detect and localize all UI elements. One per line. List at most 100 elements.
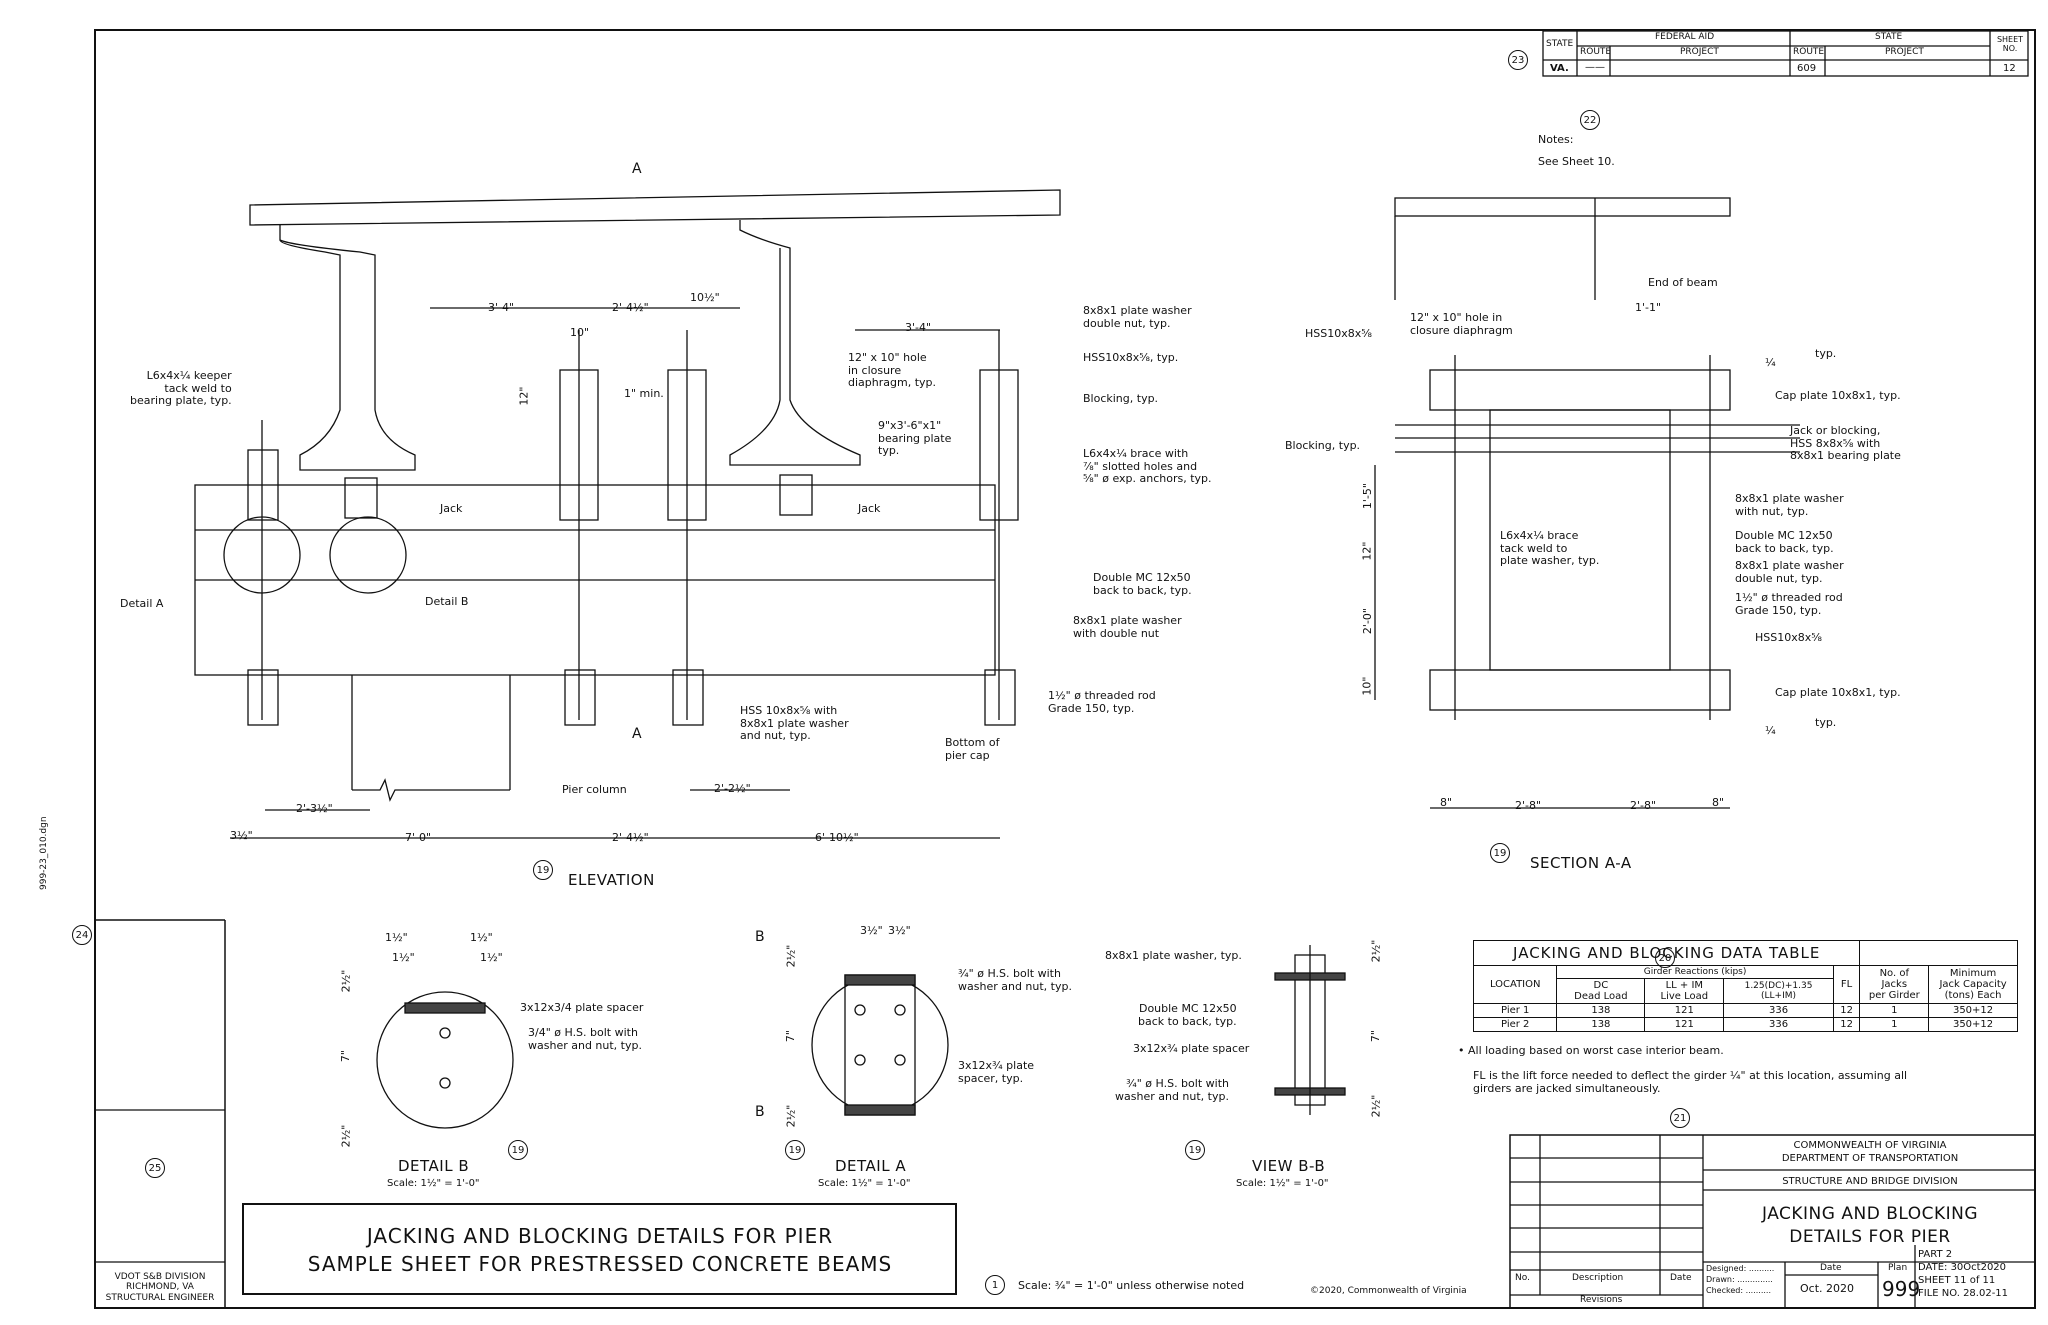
marker-22: 22 xyxy=(1580,110,1600,130)
section-label-hss-2: HSS10x8x⅝ xyxy=(1755,631,1822,644)
section-label-weld-2: ¼ xyxy=(1765,724,1776,737)
elevation-dim-10: 3½" xyxy=(230,829,253,842)
header-federal-aid: FEDERAL AID xyxy=(1655,32,1715,42)
header-route-2-value: 609 xyxy=(1797,63,1817,74)
header-route-1-value: —— xyxy=(1585,62,1605,73)
detail-b-dim-7: 2½" xyxy=(339,1124,353,1148)
date-label: Date xyxy=(1820,1263,1842,1273)
part-label: PART 2 xyxy=(1918,1249,1953,1260)
detail-a-dim-3: 2½" xyxy=(784,944,798,968)
plan-label: Plan xyxy=(1888,1263,1908,1273)
rev-label: Revisions xyxy=(1580,1295,1623,1305)
table-col-ll: LL + IM Live Load xyxy=(1644,978,1725,1004)
table-cell: 121 xyxy=(1644,1003,1725,1018)
table-col-dc: DC Dead Load xyxy=(1556,978,1646,1004)
view-bb-bolt: ¾" ø H.S. bolt with washer and nut, typ. xyxy=(1115,1077,1229,1103)
table-note-2: FL is the lift force needed to deflect t… xyxy=(1473,1069,1908,1095)
section-label-typ-1: typ. xyxy=(1815,347,1837,360)
drawn-by: Drawn: .............. xyxy=(1706,1275,1773,1284)
view-bb-scale: Scale: 1½" = 1'-0" xyxy=(1236,1178,1329,1189)
elevation-label-jack-1: Jack xyxy=(440,502,463,515)
elevation-label-hss: HSS10x8x⅝, typ. xyxy=(1083,351,1179,364)
detail-b-dim-1: 1½" xyxy=(385,931,408,944)
elevation-dim-2: 2'-4½" xyxy=(612,301,649,314)
section-dim-h2: 2'-8" xyxy=(1515,799,1542,812)
elevation-label-rod: 1½" ø threaded rod Grade 150, typ. xyxy=(1048,689,1156,715)
detail-b-dim-6: 7" xyxy=(338,1050,352,1063)
marker-23: 23 xyxy=(1508,50,1528,70)
elevation-dim-11: 7'-0" xyxy=(405,831,432,844)
elevation-dim-13: 6'-10½" xyxy=(815,831,859,844)
left-division: VDOT S&B DIVISION RICHMOND, VA STRUCTURA… xyxy=(105,1272,215,1303)
elevation-dim-12: 2'-4½" xyxy=(612,831,649,844)
header-state-value: VA. xyxy=(1550,63,1569,74)
elevation-dim-1: 3'-4" xyxy=(488,301,515,314)
view-bb-dim-3: 2½" xyxy=(1369,1094,1383,1118)
header-project-1: PROJECT xyxy=(1680,47,1719,57)
section-label-cap-1: Cap plate 10x8x1, typ. xyxy=(1775,389,1901,402)
rev-col-no: No. xyxy=(1515,1273,1530,1283)
table-cell: Pier 1 xyxy=(1472,1003,1558,1018)
section-label-washer-2: 8x8x1 plate washer double nut, typ. xyxy=(1735,559,1844,585)
detail-b-title: DETAIL B xyxy=(398,1157,470,1175)
marker-19-elevation: 19 xyxy=(533,860,553,880)
detail-a-spacer: 3x12x¾ plate spacer, typ. xyxy=(958,1059,1035,1085)
header-project-2: PROJECT xyxy=(1885,47,1924,57)
marker-25: 25 xyxy=(145,1158,165,1178)
section-dim-h1: 8" xyxy=(1440,796,1453,809)
elevation-dim-8: 2'-3½" xyxy=(296,802,333,815)
elevation-label-washer: 8x8x1 plate washer double nut, typ. xyxy=(1083,304,1192,330)
footer-copyright: ©2020, Commonwealth of Virginia xyxy=(1310,1286,1467,1296)
file-number: FILE NO. 28.02-11 xyxy=(1918,1288,2009,1299)
section-label-end: End of beam xyxy=(1648,276,1718,289)
header-state-label: STATE xyxy=(1546,39,1574,49)
elevation-label-keeper: L6x4x¼ keeper tack weld to bearing plate… xyxy=(130,369,232,408)
section-dim-v2: 12" xyxy=(1360,541,1374,561)
elevation-label-hss-2: HSS 10x8x⅝ with 8x8x1 plate washer and n… xyxy=(740,704,849,743)
rev-col-description: Description xyxy=(1572,1273,1624,1283)
table-cell: 336 xyxy=(1723,1003,1834,1018)
elevation-label-jack-2: Jack xyxy=(858,502,881,515)
detail-a-title: DETAIL A xyxy=(835,1157,907,1175)
table-cell: Pier 2 xyxy=(1472,1017,1558,1032)
elevation-label-washer-2: 8x8x1 plate washer with double nut xyxy=(1073,614,1182,640)
sheet-title-line-2: SAMPLE SHEET FOR PRESTRESSED CONCRETE BE… xyxy=(307,1252,893,1276)
table-cell: 350+12 xyxy=(1928,1003,2018,1018)
sheet-title-line-1: JACKING AND BLOCKING DETAILS FOR PIER xyxy=(366,1224,834,1248)
table-col-jacks: No. of Jacks per Girder xyxy=(1859,965,1930,1004)
checked-by: Checked: .......... xyxy=(1706,1286,1771,1295)
table-title: JACKING AND BLOCKING DATA TABLE xyxy=(1472,940,1861,966)
section-dim-v1: 1'-5" xyxy=(1360,483,1374,510)
view-bb-washer: 8x8x1 plate washer, typ. xyxy=(1105,949,1242,962)
marker-19-detail-a: 19 xyxy=(785,1140,805,1160)
marker-19-view-bb: 19 xyxy=(1185,1140,1205,1160)
detail-a-dim-2: 3½" xyxy=(888,924,911,937)
header-route-1: ROUTE xyxy=(1580,47,1612,57)
section-label-d1: 1'-1" xyxy=(1635,301,1662,314)
elevation-dim-6: 12" xyxy=(517,386,531,406)
section-label-jack: Jack or blocking, HSS 8x8x⅝ with 8x8x1 b… xyxy=(1790,424,1901,463)
section-label-cap-2: Cap plate 10x8x1, typ. xyxy=(1775,686,1901,699)
table-cell: 1 xyxy=(1859,1003,1930,1018)
division-name: STRUCTURE AND BRIDGE DIVISION xyxy=(1782,1176,1958,1187)
elevation-dim-3: 10½" xyxy=(690,291,720,304)
detail-a-dim-5: 2½" xyxy=(784,1104,798,1128)
table-cell: 138 xyxy=(1556,1017,1646,1032)
elevation-label-blocking: Blocking, typ. xyxy=(1083,392,1159,405)
table-row: Pier 2 138 121 336 12 1 350+12 xyxy=(1472,1017,2018,1032)
plan-value: 999 xyxy=(1882,1277,1921,1301)
table-col-combo: 1.25(DC)+1.35 (LL+IM) xyxy=(1723,978,1834,1004)
section-label-rod: 1½" ø threaded rod Grade 150, typ. xyxy=(1735,591,1843,617)
marker-1: 1 xyxy=(985,1275,1005,1295)
block-title-2: DETAILS FOR PIER xyxy=(1789,1227,1951,1247)
detail-b-bolt: 3/4" ø H.S. bolt with washer and nut, ty… xyxy=(528,1026,642,1052)
header-state-group: STATE xyxy=(1875,32,1903,42)
header-sheet-value: 12 xyxy=(2003,63,2016,74)
detail-a-dim-4: 7" xyxy=(783,1030,797,1043)
section-label-weld-1: ¼ xyxy=(1765,356,1776,369)
date-value: Oct. 2020 xyxy=(1800,1282,1855,1295)
section-label-hole: 12" x 10" hole in closure diaphragm xyxy=(1410,311,1513,337)
table-cell: 336 xyxy=(1723,1017,1834,1032)
section-label-washer-1: 8x8x1 plate washer with nut, typ. xyxy=(1735,492,1844,518)
